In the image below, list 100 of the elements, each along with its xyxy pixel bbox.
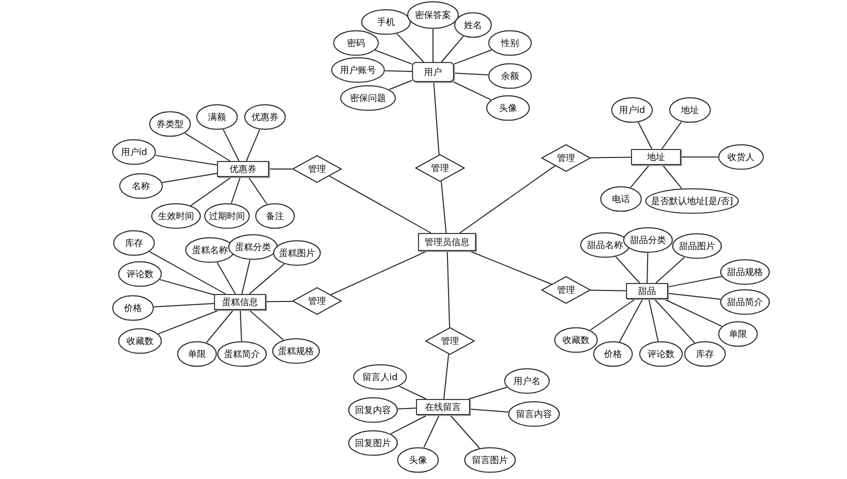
connector-line: [654, 298, 696, 344]
entity-box: 地址: [631, 149, 681, 165]
connector-line: [162, 172, 218, 183]
attribute-ellipse: 密保问题: [340, 85, 396, 111]
connector-line: [663, 298, 722, 327]
attribute-ellipse: 留言内容: [508, 401, 560, 427]
connector-line: [328, 176, 432, 234]
connector-line: [668, 276, 722, 288]
entity-box: 甜品: [626, 283, 668, 299]
connector-line: [662, 164, 682, 189]
attribute-ellipse: 收藏数: [118, 328, 162, 354]
attribute-ellipse: 生效时间: [151, 203, 201, 229]
connector-line: [615, 256, 640, 284]
attribute-ellipse: 是否默认地址[是/否]: [645, 188, 739, 214]
attribute-ellipse: 评论数: [118, 261, 162, 287]
connector-line: [388, 80, 412, 90]
attribute-ellipse: 手机: [361, 9, 411, 35]
attribute-ellipse: 价格: [593, 341, 633, 367]
connector-line: [396, 33, 424, 62]
attribute-ellipse: 收藏数: [554, 327, 598, 353]
connector-line: [248, 176, 268, 205]
relationship-diamond: 管理: [541, 144, 591, 172]
connector-line: [668, 292, 722, 300]
attribute-ellipse: 单限: [177, 341, 217, 367]
attribute-ellipse: 余额: [488, 63, 532, 89]
attribute-ellipse: 姓名: [454, 12, 492, 38]
connector-line: [470, 408, 509, 413]
connector-line: [440, 180, 447, 234]
connector-line: [646, 252, 648, 284]
relationship-diamond: 管理: [425, 327, 475, 355]
connector-line: [206, 310, 234, 344]
attribute-ellipse: 密保答案: [407, 1, 459, 29]
attribute-ellipse: 回复内容: [348, 397, 398, 423]
entity-box: 在线留言: [416, 399, 470, 415]
attribute-ellipse: 甜品分类: [623, 227, 673, 253]
attribute-ellipse: 回复图片: [348, 430, 398, 456]
attribute-ellipse: 甜品名称: [580, 232, 630, 258]
attribute-ellipse: 用户id: [611, 97, 653, 123]
entity-box: 用户: [412, 62, 454, 82]
connector-line: [619, 298, 644, 342]
connector-line: [468, 250, 552, 285]
attribute-ellipse: 备注: [255, 203, 295, 229]
connector-line: [149, 251, 226, 294]
connector-line: [423, 414, 440, 448]
attribute-ellipse: 蛋糕规格: [272, 338, 320, 364]
connector-line: [468, 386, 508, 400]
connector-line: [190, 176, 232, 206]
attribute-ellipse: 库存: [113, 230, 155, 256]
attribute-ellipse: 留言图片: [464, 447, 516, 473]
relationship-diamond: 管理: [292, 155, 342, 183]
attribute-ellipse: 用户名: [504, 368, 550, 394]
attribute-ellipse: 地址: [669, 97, 711, 123]
connector-line: [453, 82, 492, 100]
connector-line: [433, 82, 440, 156]
connector-line: [248, 264, 285, 294]
attribute-ellipse: 甜品图片: [672, 233, 722, 259]
attribute-ellipse: 性别: [488, 30, 532, 56]
attribute-ellipse: 头像: [486, 95, 530, 121]
connector-line: [241, 259, 250, 294]
attribute-ellipse: 蛋糕图片: [273, 240, 321, 266]
attribute-ellipse: 用户id: [112, 139, 156, 165]
relationship-diamond: 管理: [415, 154, 465, 182]
entity-box: 管理员信息: [418, 233, 476, 251]
attribute-ellipse: 优惠券: [244, 104, 286, 130]
attribute-ellipse: 收货人: [718, 144, 764, 170]
attribute-ellipse: 名称: [119, 173, 163, 199]
attribute-ellipse: 单限: [718, 321, 758, 347]
relationship-diamond: 管理: [292, 287, 342, 315]
attribute-ellipse: 评论数: [639, 341, 683, 367]
attribute-ellipse: 蛋糕分类: [228, 234, 278, 260]
connector-line: [450, 414, 480, 449]
connector-line: [454, 49, 492, 65]
entity-box: 蛋糕信息: [214, 294, 266, 310]
attribute-ellipse: 电话: [600, 186, 642, 212]
connector-line: [590, 156, 632, 158]
connector-line: [446, 250, 450, 328]
attribute-ellipse: 库存: [684, 341, 726, 367]
connector-line: [153, 302, 214, 308]
attribute-ellipse: 密码: [333, 30, 379, 56]
connector-line: [398, 386, 427, 400]
connector-line: [158, 310, 220, 334]
attribute-ellipse: 留言人id: [353, 364, 407, 390]
connector-line: [454, 72, 489, 76]
attribute-ellipse: 蛋糕名称: [185, 237, 235, 263]
connector-line: [459, 165, 556, 234]
attribute-ellipse: 满额: [196, 104, 238, 130]
attribute-ellipse: 蛋糕简介: [217, 341, 267, 367]
connector-line: [397, 408, 416, 410]
connector-line: [266, 300, 294, 302]
entity-box: 优惠券: [217, 161, 269, 177]
connector-line: [222, 128, 240, 162]
connector-line: [590, 298, 636, 331]
attribute-ellipse: 甜品规格: [720, 259, 770, 285]
connector-line: [216, 262, 236, 294]
connector-line: [655, 256, 685, 284]
connector-line: [384, 70, 412, 72]
attribute-ellipse: 价格: [112, 295, 154, 321]
connector-line: [590, 290, 626, 292]
connector-line: [230, 176, 241, 204]
connector-line: [390, 414, 428, 434]
